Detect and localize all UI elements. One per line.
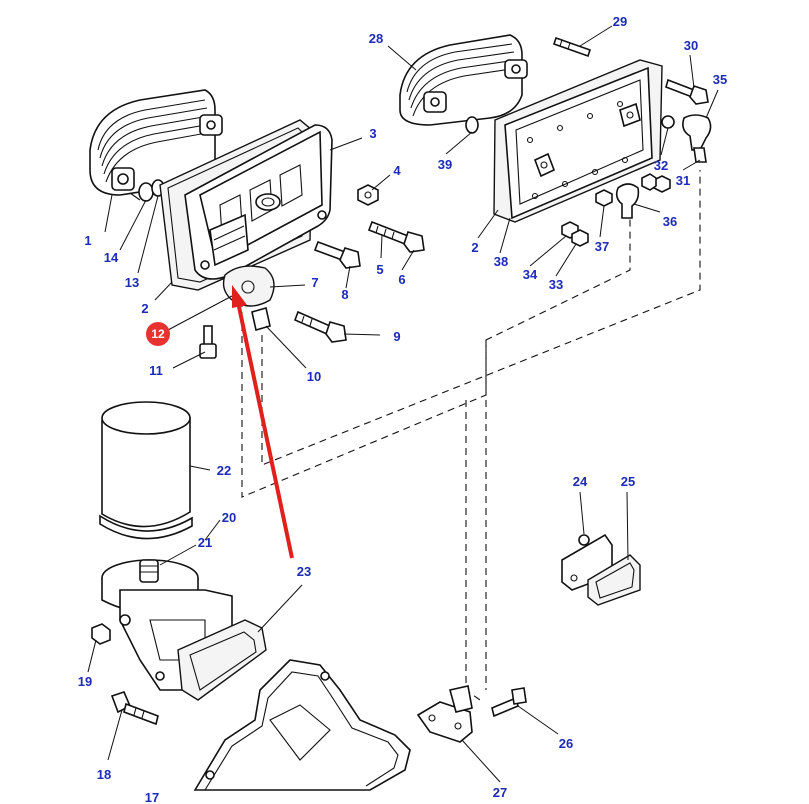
flange-gasket-7 (222, 265, 275, 307)
bolt-30 (665, 78, 709, 105)
left-housing (184, 124, 333, 280)
callout-label-36: 36 (663, 214, 677, 229)
bolt-9 (293, 310, 347, 343)
highlight-arrow (232, 285, 294, 559)
right-cover (504, 66, 653, 220)
callout-label-2-left: 2 (141, 301, 148, 316)
filter-gasket (177, 619, 267, 701)
right-oil-cooler (399, 34, 528, 126)
callout-label-4: 4 (393, 163, 401, 178)
sleeve-10 (251, 306, 271, 332)
callout-label-3: 3 (369, 126, 376, 141)
callout-label-8: 8 (341, 287, 348, 302)
callout-label-1: 1 (84, 233, 91, 248)
callout-label-30: 30 (684, 38, 698, 53)
callout-label-26: 26 (559, 736, 573, 751)
callout-label-5: 5 (376, 262, 383, 277)
callout-label-39: 39 (438, 157, 452, 172)
callout-label-38: 38 (494, 254, 508, 269)
bolt-18 (110, 691, 159, 726)
callout-label-33: 33 (549, 277, 563, 292)
bolt-11 (199, 325, 217, 359)
nut-37 (595, 189, 613, 207)
callout-label-21: 21 (198, 535, 212, 550)
oil-filter (99, 401, 193, 540)
callout-label-14: 14 (104, 250, 119, 265)
callout-label-35: 35 (713, 72, 727, 87)
callout-label-12: 12 (151, 327, 165, 341)
callout-label-28: 28 (369, 31, 383, 46)
callout-label-24: 24 (573, 474, 588, 489)
callout-label-17: 17 (145, 790, 159, 804)
left-oil-cooler (89, 89, 223, 201)
callout-label-23: 23 (297, 564, 311, 579)
bolt-8 (313, 240, 361, 269)
nut-32b (641, 173, 657, 191)
callout-label-6: 6 (398, 272, 405, 287)
callout-label-11: 11 (149, 363, 163, 378)
o-ring-39 (465, 116, 479, 134)
callout-label-19: 19 (78, 674, 92, 689)
callout-label-7: 7 (311, 275, 318, 290)
o-ring-14 (138, 182, 154, 202)
callout-label-20: 20 (222, 510, 236, 525)
plug-19 (91, 623, 111, 645)
callout-label-13: 13 (125, 275, 139, 290)
ring-32 (661, 115, 675, 129)
callout-label-34: 34 (523, 267, 538, 282)
callout-label-32: 32 (654, 158, 668, 173)
lower-manifold (193, 659, 411, 791)
callout-label-22: 22 (217, 463, 231, 478)
callout-label-2-right: 2 (471, 240, 478, 255)
callout-label-10: 10 (307, 369, 321, 384)
callout-label-18: 18 (97, 767, 111, 782)
bolt-26 (491, 687, 527, 718)
stud-29 (552, 36, 592, 58)
callout-label-27: 27 (493, 785, 507, 800)
elbow-fitting-35 (682, 114, 712, 163)
nut-33 (571, 229, 589, 247)
elbow-fitting-36 (615, 183, 640, 219)
callout-label-37: 37 (595, 239, 609, 254)
leader-lines (87, 25, 719, 783)
highlight-badge-12: 12 (146, 322, 170, 346)
callout-label-29: 29 (613, 14, 627, 29)
gasket-25 (587, 554, 641, 606)
callout-labels: 1 14 13 2 3 4 5 6 7 8 9 10 11 22 20 21 2… (78, 14, 727, 804)
callout-label-31: 31 (676, 173, 690, 188)
bracket-27 (416, 685, 473, 743)
bolt-5-6 (367, 220, 425, 253)
nut-4 (357, 184, 379, 206)
callout-label-9: 9 (393, 329, 400, 344)
callout-label-25: 25 (621, 474, 635, 489)
